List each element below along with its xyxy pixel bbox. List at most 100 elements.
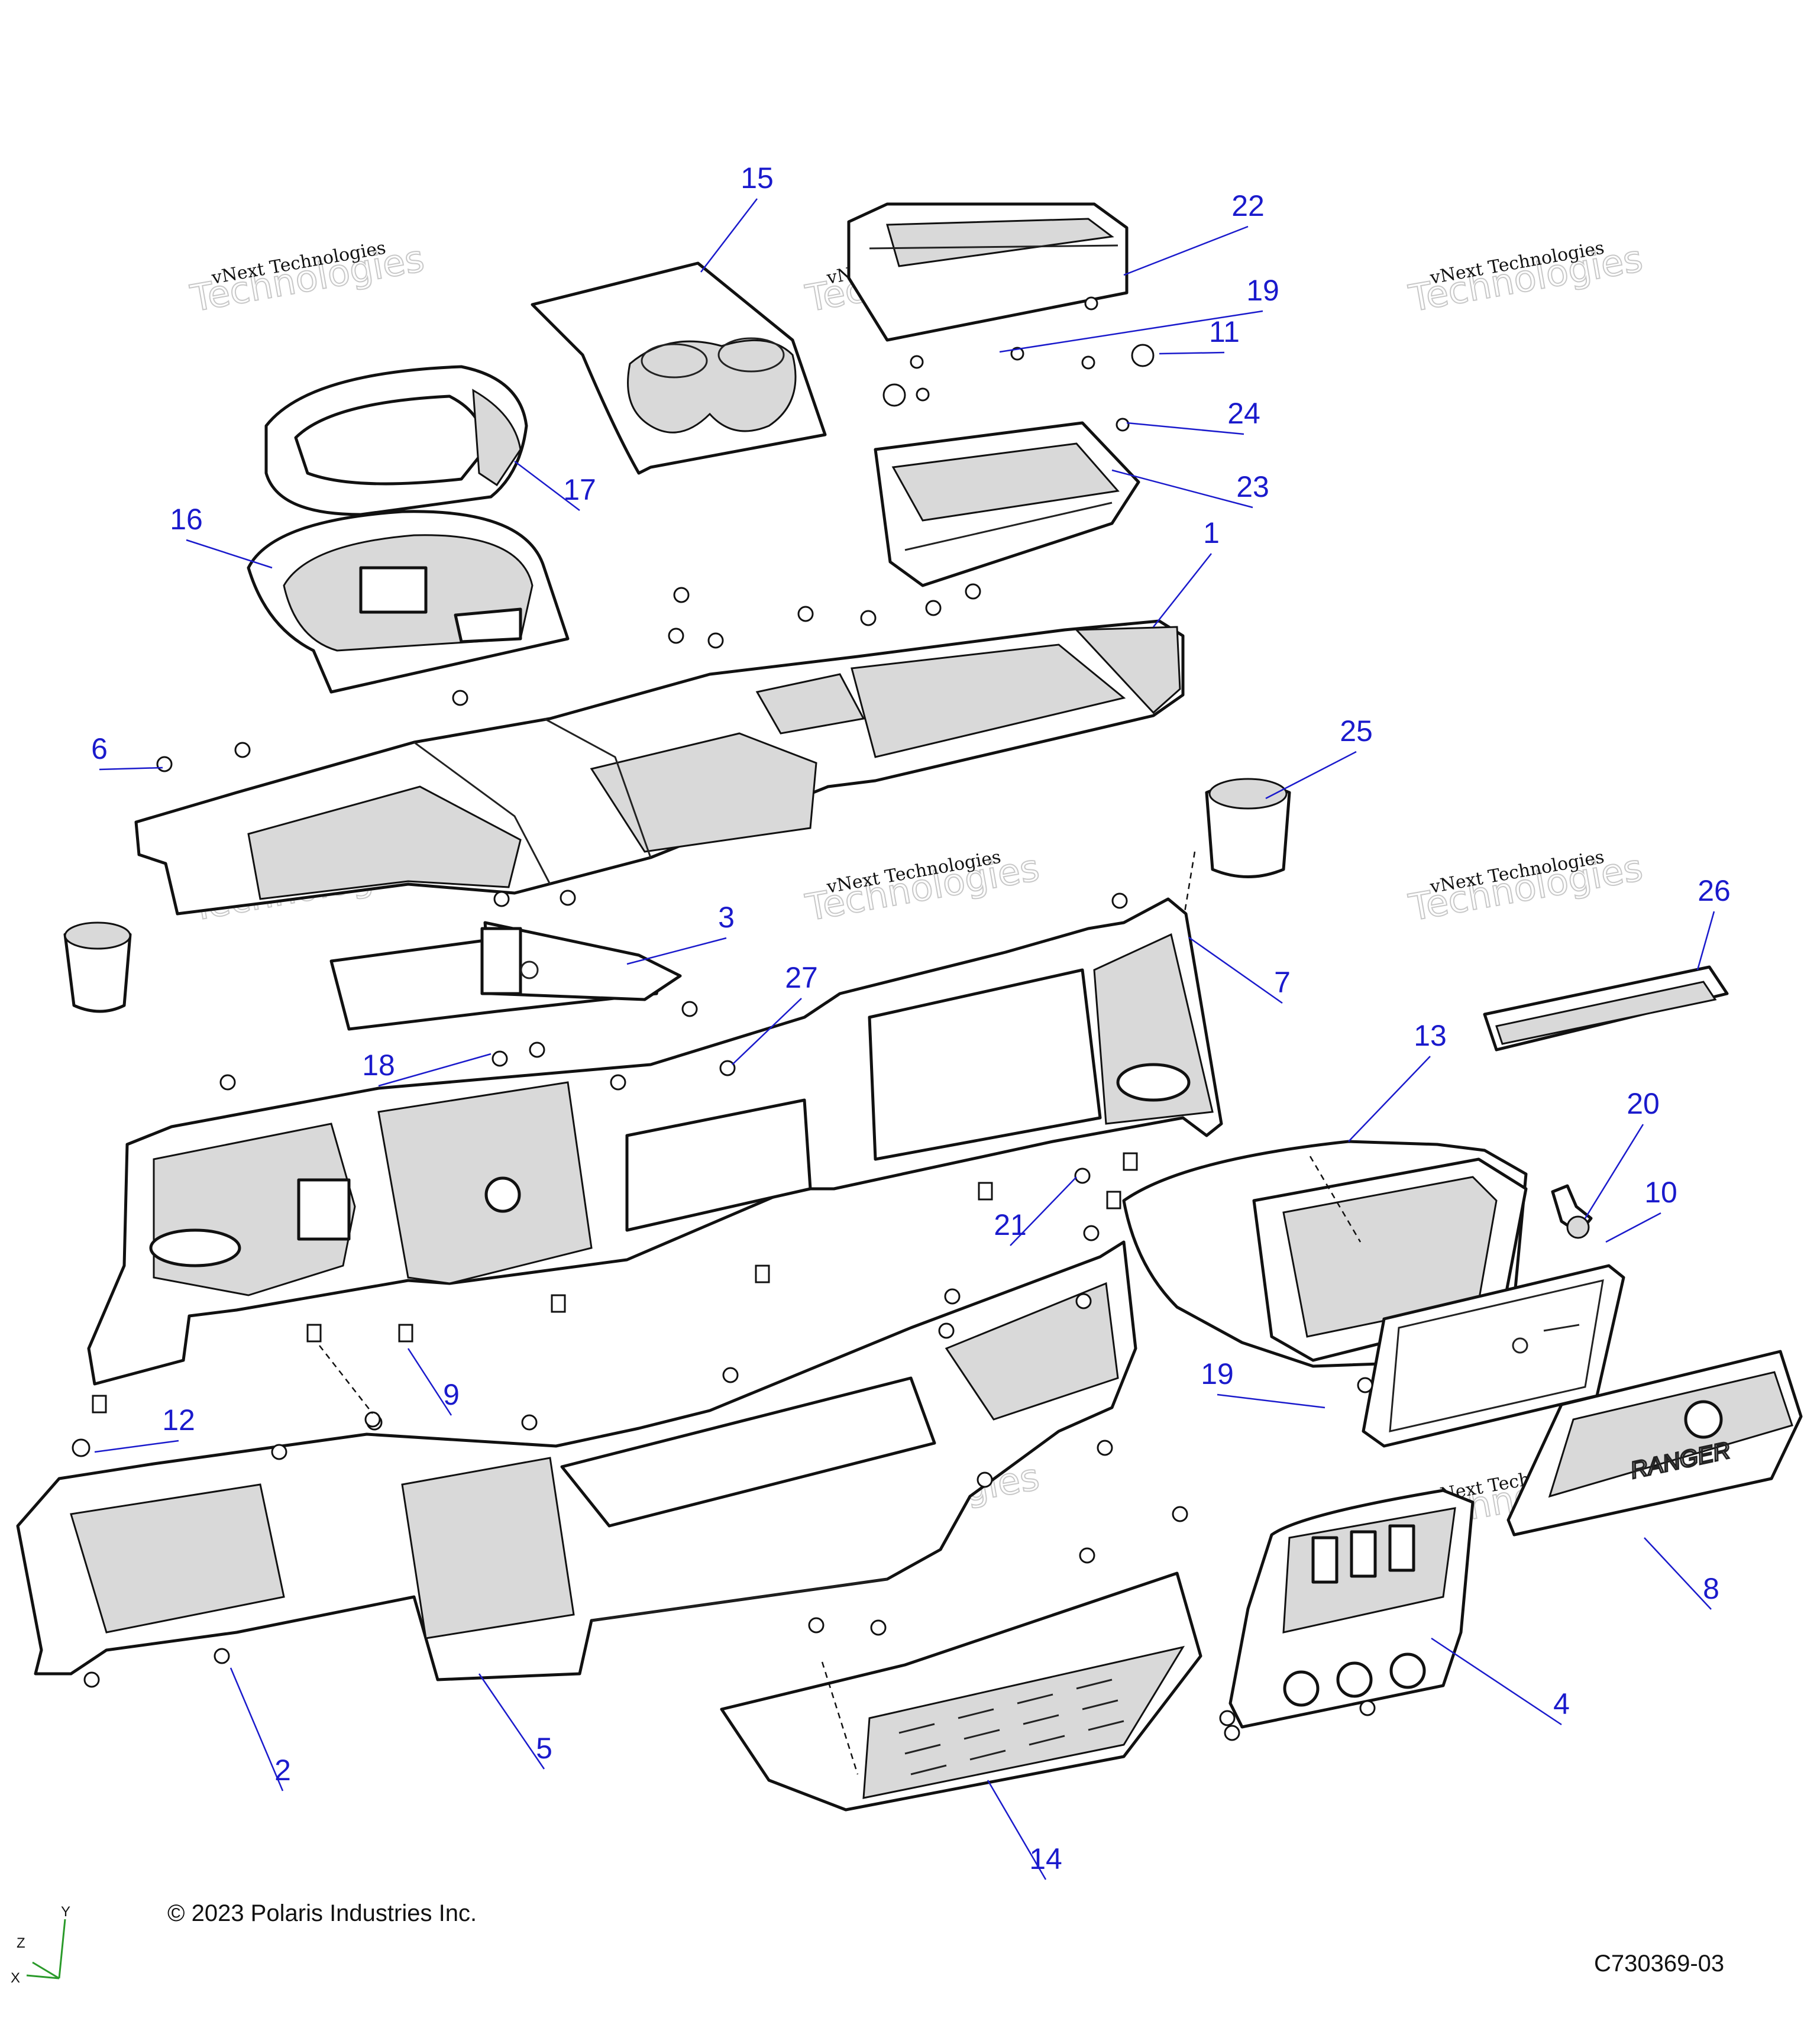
callout-number: 19 bbox=[1246, 274, 1279, 307]
callout-6: 6 bbox=[91, 732, 163, 771]
reference-code: C730369-03 bbox=[1594, 1951, 1724, 1977]
callout-leader-line bbox=[626, 937, 727, 965]
callout-24: 24 bbox=[1126, 397, 1260, 435]
callout-leader-line bbox=[1126, 422, 1244, 435]
callout-number: 16 bbox=[170, 503, 203, 536]
part-cluster-bezel bbox=[264, 365, 528, 516]
callout-11: 11 bbox=[1159, 315, 1240, 355]
callout-number: 23 bbox=[1236, 470, 1269, 503]
part-bracket bbox=[329, 921, 682, 1031]
callout-4: 4 bbox=[1431, 1637, 1570, 1726]
callout-number: 10 bbox=[1644, 1176, 1677, 1209]
part-cluster-housing bbox=[247, 510, 570, 694]
callout-number: 15 bbox=[741, 161, 774, 195]
callout-1: 1 bbox=[1153, 516, 1220, 628]
axis-x-label: X bbox=[11, 1970, 20, 1986]
axis-y-line bbox=[58, 1919, 66, 1979]
part-dash-structure bbox=[87, 897, 1223, 1386]
callout-leader-line bbox=[1123, 225, 1249, 276]
dashed-leader-25 bbox=[1182, 851, 1196, 923]
callout-labels: 1234567891011121314151617181919202122232… bbox=[91, 161, 1731, 1880]
callout-leader-line bbox=[1644, 1537, 1712, 1610]
part-cup-holder-tray bbox=[531, 261, 827, 475]
callout-leader-line bbox=[1010, 1176, 1077, 1246]
callout-leader-line bbox=[186, 539, 273, 569]
callout-number: 27 bbox=[785, 961, 818, 994]
axis-x-line bbox=[26, 1974, 60, 1980]
part-cup-holder-right bbox=[1205, 778, 1291, 878]
callout-19: 19 bbox=[999, 274, 1279, 353]
callout-leader-line bbox=[1265, 751, 1357, 800]
part-glove-box-door-inner bbox=[1362, 1264, 1625, 1448]
callout-12: 12 bbox=[94, 1403, 195, 1453]
callout-19: 19 bbox=[1201, 1357, 1325, 1409]
callout-9: 9 bbox=[407, 1348, 460, 1416]
callout-leader-line bbox=[1111, 469, 1253, 509]
callout-number: 18 bbox=[362, 1049, 395, 1082]
callout-leader-line bbox=[94, 1440, 179, 1453]
callout-number: 11 bbox=[1209, 315, 1240, 348]
callout-number: 17 bbox=[563, 473, 596, 506]
callout-leader-line bbox=[378, 1053, 492, 1087]
callout-leader-line bbox=[407, 1348, 452, 1416]
callout-leader-line bbox=[478, 1673, 545, 1770]
callout-number: 8 bbox=[1703, 1572, 1719, 1605]
callout-leader-line bbox=[99, 767, 163, 771]
part-upper-dash-panel bbox=[134, 619, 1185, 916]
callout-leader-line bbox=[1584, 1124, 1644, 1219]
part-switch-panel bbox=[1228, 1489, 1475, 1729]
callout-2: 2 bbox=[229, 1667, 291, 1791]
callout-leader-line bbox=[1188, 936, 1283, 1004]
callout-13: 13 bbox=[1348, 1019, 1447, 1142]
part-trim-strip bbox=[1483, 965, 1729, 1052]
callout-leader-line bbox=[229, 1667, 284, 1791]
callout-20: 20 bbox=[1584, 1087, 1660, 1219]
callout-leader-line bbox=[1431, 1637, 1562, 1726]
part-lower-dash-panel bbox=[16, 1240, 1137, 1681]
callout-number: 5 bbox=[536, 1732, 552, 1765]
fasteners bbox=[72, 296, 1376, 1775]
callout-25: 25 bbox=[1265, 714, 1373, 800]
axis-z-line bbox=[32, 1961, 60, 1980]
axis-z-label: Z bbox=[17, 1935, 25, 1951]
callout-number: 7 bbox=[1274, 966, 1291, 999]
callout-number: 22 bbox=[1231, 189, 1265, 222]
callout-leader-line bbox=[1696, 911, 1715, 971]
part-latch bbox=[1551, 1184, 1593, 1239]
watermark: Technologies vNext Technologies bbox=[1405, 845, 1646, 930]
callout-5: 5 bbox=[478, 1673, 552, 1770]
callout-number: 1 bbox=[1203, 516, 1220, 549]
callout-17: 17 bbox=[514, 461, 596, 511]
callout-leader-line bbox=[1153, 553, 1212, 628]
part-lower-vent-panel bbox=[720, 1571, 1202, 1812]
callout-leader-line bbox=[732, 998, 802, 1065]
callout-number: 25 bbox=[1340, 714, 1373, 748]
callout-leader-line bbox=[1348, 1056, 1431, 1142]
callout-number: 19 bbox=[1201, 1357, 1234, 1390]
callout-number: 26 bbox=[1698, 874, 1731, 907]
watermark: Technologies vNext Technologies bbox=[186, 236, 428, 321]
callout-7: 7 bbox=[1188, 936, 1291, 1004]
callout-21: 21 bbox=[994, 1176, 1077, 1246]
callout-15: 15 bbox=[700, 161, 774, 273]
callout-leader-line bbox=[987, 1780, 1047, 1880]
watermark: Technologies vNext Technologies bbox=[1405, 236, 1646, 321]
callout-number: 9 bbox=[443, 1378, 460, 1411]
callout-number: 21 bbox=[994, 1208, 1027, 1241]
callout-10: 10 bbox=[1605, 1176, 1677, 1243]
callout-number: 13 bbox=[1414, 1019, 1447, 1052]
callout-number: 20 bbox=[1627, 1087, 1660, 1120]
callout-8: 8 bbox=[1644, 1537, 1719, 1610]
callout-number: 2 bbox=[274, 1754, 291, 1787]
callout-leader-line bbox=[514, 461, 580, 511]
callout-26: 26 bbox=[1696, 874, 1731, 971]
callout-number: 6 bbox=[91, 732, 108, 765]
axis-y-label: Y bbox=[61, 1904, 70, 1920]
callout-14: 14 bbox=[987, 1780, 1062, 1880]
part-glove-box-cover bbox=[847, 202, 1129, 342]
part-glove-box-bin bbox=[874, 421, 1140, 587]
callout-number: 4 bbox=[1553, 1687, 1570, 1720]
part-display-housing bbox=[1122, 1140, 1528, 1368]
callout-3: 3 bbox=[626, 901, 735, 965]
